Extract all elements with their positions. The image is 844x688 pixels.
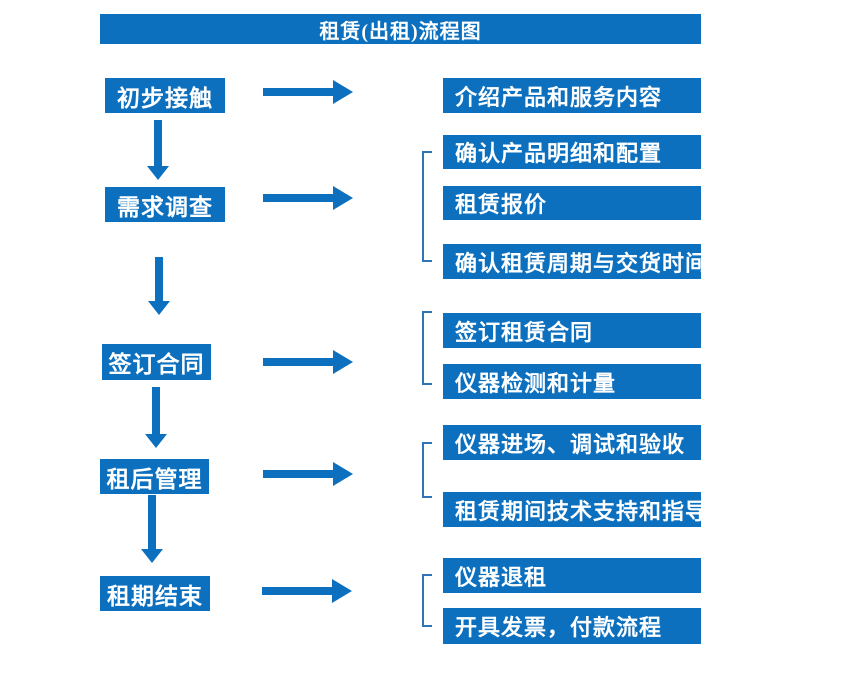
- step-box-rental-end: 租期结束: [100, 576, 210, 611]
- arrow-shaft: [263, 358, 335, 366]
- bracket-group-sign-contract: [422, 311, 432, 385]
- arrow-head-icon: [333, 186, 353, 210]
- arrow-shaft: [263, 470, 335, 478]
- detail-box-invoice-payment: 开具发票，付款流程: [443, 608, 701, 644]
- detail-box-sign-rental-contract: 签订租赁合同: [443, 313, 701, 348]
- arrow-shaft: [263, 194, 335, 202]
- step-box-sign-contract: 签订合同: [102, 344, 211, 380]
- bracket-group-post-rental: [422, 442, 432, 498]
- arrow-head-icon: [332, 579, 352, 603]
- arrow-shaft: [148, 495, 156, 549]
- detail-box-instrument-setup-acceptance: 仪器进场、调试和验收: [443, 425, 701, 460]
- flowchart-title: 租赁(出租)流程图: [100, 14, 701, 44]
- detail-box-instrument-return: 仪器退租: [443, 558, 701, 593]
- arrow-head-icon: [141, 549, 163, 563]
- arrow-shaft: [155, 257, 163, 301]
- detail-box-rental-quote: 租赁报价: [443, 186, 701, 220]
- down-arrow-step1-step2: [147, 120, 169, 180]
- down-arrow-step4-step5: [141, 495, 163, 563]
- detail-box-confirm-period-delivery: 确认租赁周期与交货时间: [443, 244, 707, 279]
- arrow-head-icon: [145, 434, 167, 448]
- right-arrow-row3: [263, 350, 353, 374]
- arrow-shaft: [154, 120, 162, 166]
- arrow-head-icon: [148, 301, 170, 315]
- right-arrow-row1: [263, 80, 353, 104]
- arrow-shaft: [263, 88, 335, 96]
- step-box-initial-contact: 初步接触: [105, 78, 225, 113]
- down-arrow-step3-step4: [145, 387, 167, 448]
- bracket-group-rental-end: [422, 574, 432, 627]
- step-box-post-rental-management: 租后管理: [100, 459, 209, 494]
- detail-box-introduce-products: 介绍产品和服务内容: [443, 78, 701, 113]
- arrow-head-icon: [333, 80, 353, 104]
- down-arrow-step2-step3: [148, 257, 170, 315]
- right-arrow-row2: [263, 186, 353, 210]
- right-arrow-row5: [262, 579, 352, 603]
- arrow-head-icon: [333, 462, 353, 486]
- arrow-shaft: [152, 387, 160, 434]
- arrow-head-icon: [147, 166, 169, 180]
- step-box-demand-survey: 需求调查: [105, 187, 225, 222]
- detail-box-instrument-inspection: 仪器检测和计量: [443, 364, 701, 399]
- arrow-shaft: [262, 587, 334, 595]
- right-arrow-row4: [263, 462, 353, 486]
- detail-box-tech-support: 租赁期间技术支持和指导: [443, 492, 707, 527]
- bracket-group-demand-survey: [422, 151, 432, 262]
- detail-box-confirm-product-config: 确认产品明细和配置: [443, 135, 701, 169]
- arrow-head-icon: [333, 350, 353, 374]
